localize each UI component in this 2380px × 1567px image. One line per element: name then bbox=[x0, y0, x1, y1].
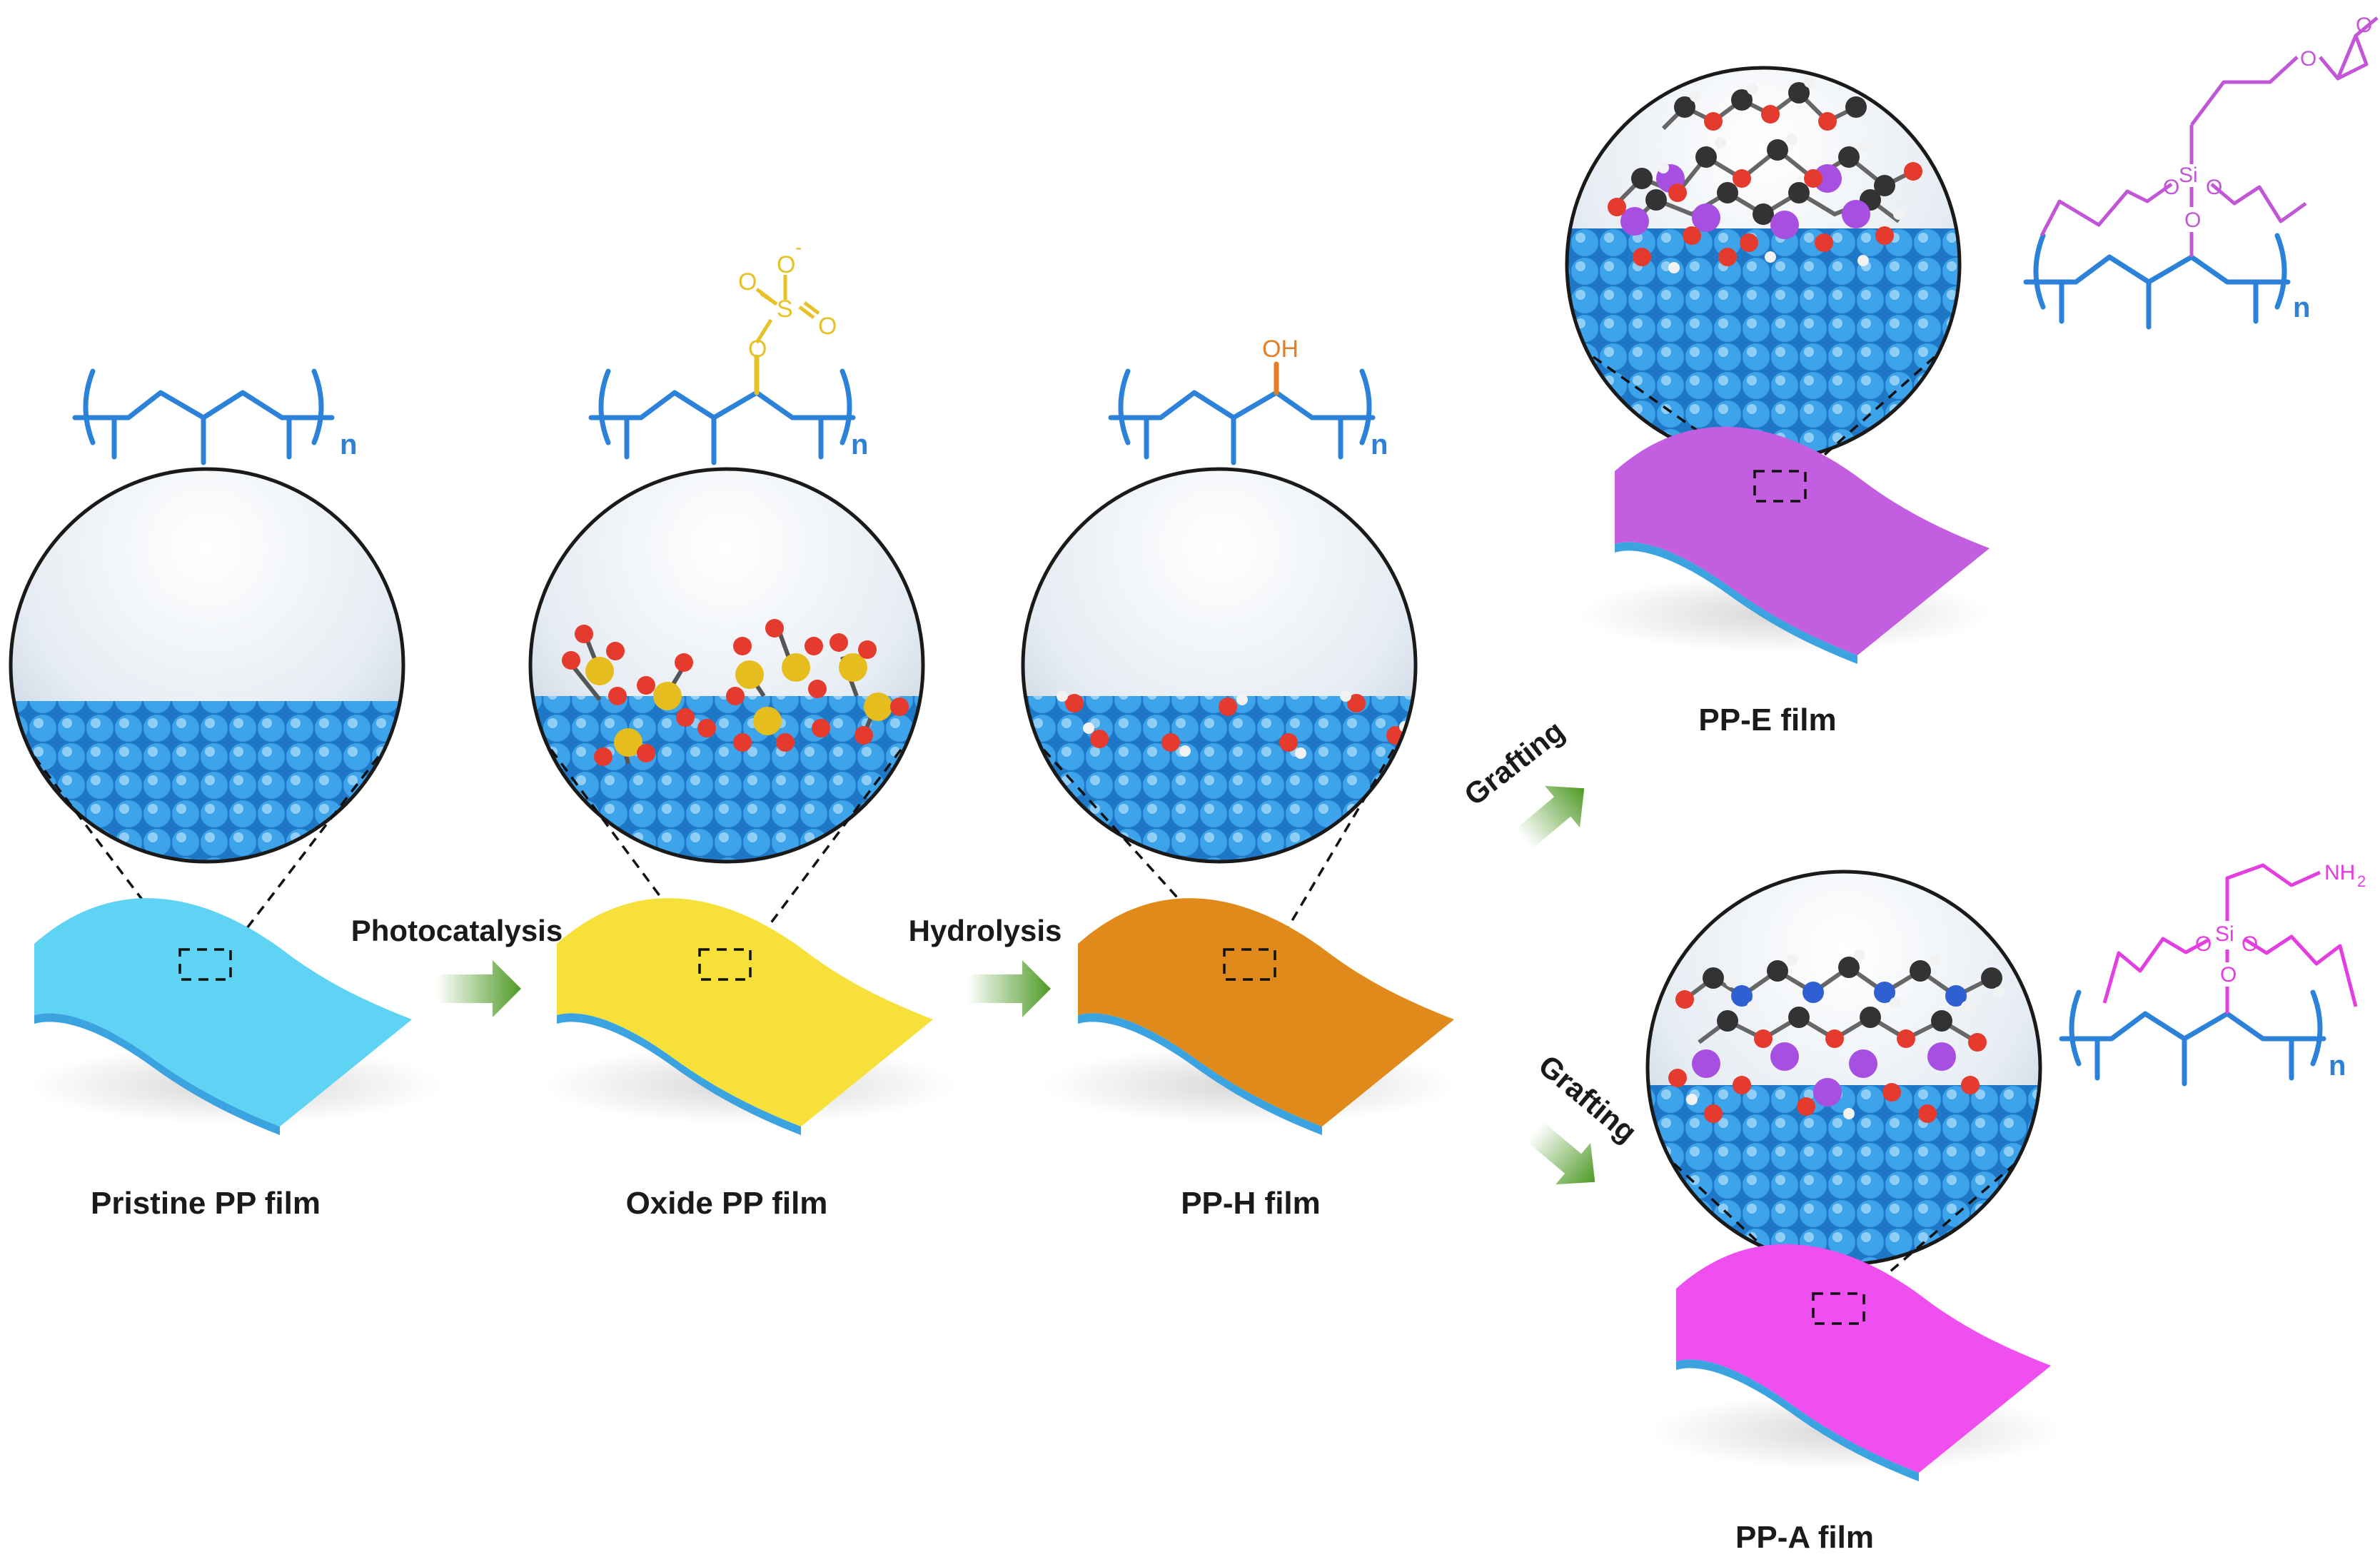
ppa-o-left: O bbox=[2195, 932, 2212, 956]
pph-film bbox=[1078, 898, 1454, 1135]
zoom-box bbox=[698, 948, 752, 981]
arrow-photocatalysis bbox=[437, 960, 521, 1017]
hydroxyl-groups bbox=[1057, 690, 1411, 759]
ppa-film bbox=[1676, 1244, 2051, 1481]
pristine-film bbox=[34, 898, 412, 1135]
zoom-bubble-ppe bbox=[1565, 66, 1962, 463]
step-label-grafting-top: Grafting bbox=[1458, 714, 1570, 812]
zoom-box bbox=[1223, 948, 1276, 981]
pph-panel: OH n bbox=[1021, 336, 1456, 1221]
ppe-panel: O Si O O O O n PP-E film bbox=[1565, 14, 2379, 737]
amino-silane-structure: O Si O O NH 2 n bbox=[2059, 861, 2366, 1087]
sulfate-group bbox=[755, 275, 820, 344]
zoom-box bbox=[1812, 1292, 1865, 1325]
zoom-lines-ppe bbox=[1592, 356, 1936, 473]
oxide-film bbox=[557, 898, 933, 1135]
repeat-subscript: n bbox=[340, 429, 357, 460]
step-photocatalysis: Photocatalysis bbox=[351, 914, 563, 1017]
ppe-o-left: O bbox=[2163, 176, 2179, 199]
film-label-pristine: Pristine PP film bbox=[91, 1186, 321, 1221]
repeat-subscript: n bbox=[2293, 292, 2310, 323]
amino-silane-molecules bbox=[1668, 949, 2005, 1123]
ppe-o-epoxide: O bbox=[2356, 14, 2372, 37]
ppa-si: Si bbox=[2215, 922, 2234, 946]
repeat-subscript: n bbox=[2329, 1050, 2346, 1082]
zoom-box bbox=[178, 948, 232, 981]
pp-structure-pph bbox=[1108, 361, 1376, 465]
step-label-hydrolysis: Hydrolysis bbox=[909, 914, 1062, 947]
repeat-subscript: n bbox=[851, 429, 868, 460]
arrow-grafting-top bbox=[1516, 785, 1585, 849]
sulfate-o-top: O bbox=[777, 251, 795, 278]
sulfate-o-bottom: O bbox=[748, 336, 767, 363]
zoom-bubble-pristine bbox=[9, 467, 405, 864]
step-grafting-bottom: Grafting bbox=[1526, 1048, 1643, 1185]
sulfate-s: S bbox=[777, 296, 793, 323]
ppe-o-chain: O bbox=[2300, 47, 2316, 71]
ppa-nh2: NH bbox=[2324, 861, 2355, 885]
zoom-bubble-ppa bbox=[1645, 870, 2042, 1266]
arrow-grafting-bottom bbox=[1526, 1122, 1595, 1185]
film-label-oxide: Oxide PP film bbox=[626, 1186, 828, 1221]
film-label-ppe: PP-E film bbox=[1698, 702, 1836, 737]
ppe-o-bottom: O bbox=[2184, 208, 2201, 232]
ppa-panel: O Si O O NH 2 n PP-A film bbox=[1645, 861, 2366, 1555]
oxide-panel: O S O - O O n bbox=[528, 236, 957, 1221]
zoom-bubble-oxide bbox=[528, 467, 925, 864]
sulfate-o-right: O bbox=[818, 313, 837, 340]
step-label-photocatalysis: Photocatalysis bbox=[351, 914, 563, 947]
pp-structure-oxide bbox=[588, 354, 856, 465]
epoxy-silane-structure: O Si O O O O n bbox=[2023, 14, 2379, 330]
ppa-nh2-sub: 2 bbox=[2357, 872, 2366, 890]
sulfate-o-left: O bbox=[738, 268, 757, 296]
ppe-o-right: O bbox=[2206, 176, 2222, 199]
film-label-pph: PP-H film bbox=[1181, 1186, 1321, 1221]
sulfate-minus: - bbox=[795, 236, 802, 258]
ppa-o-right: O bbox=[2242, 932, 2258, 956]
step-hydrolysis: Hydrolysis bbox=[909, 914, 1062, 1017]
ppe-film bbox=[1615, 426, 1990, 664]
epoxy-silane-molecules bbox=[1608, 76, 1922, 273]
ppe-si: Si bbox=[2179, 163, 2198, 187]
film-label-ppa: PP-A film bbox=[1735, 1520, 1874, 1555]
pp-structure-pristine bbox=[72, 368, 335, 465]
repeat-subscript: n bbox=[1371, 429, 1388, 460]
arrow-hydrolysis bbox=[967, 960, 1051, 1017]
zoom-box bbox=[1753, 470, 1807, 503]
ppa-o-bottom: O bbox=[2220, 963, 2237, 987]
zoom-bubble-pph bbox=[1021, 467, 1418, 864]
hydroxyl-label: OH bbox=[1262, 336, 1299, 363]
pristine-panel: n Pristine PP film bbox=[9, 368, 443, 1221]
step-grafting-top: Grafting bbox=[1458, 714, 1585, 849]
sulfate-molecules bbox=[562, 619, 909, 766]
